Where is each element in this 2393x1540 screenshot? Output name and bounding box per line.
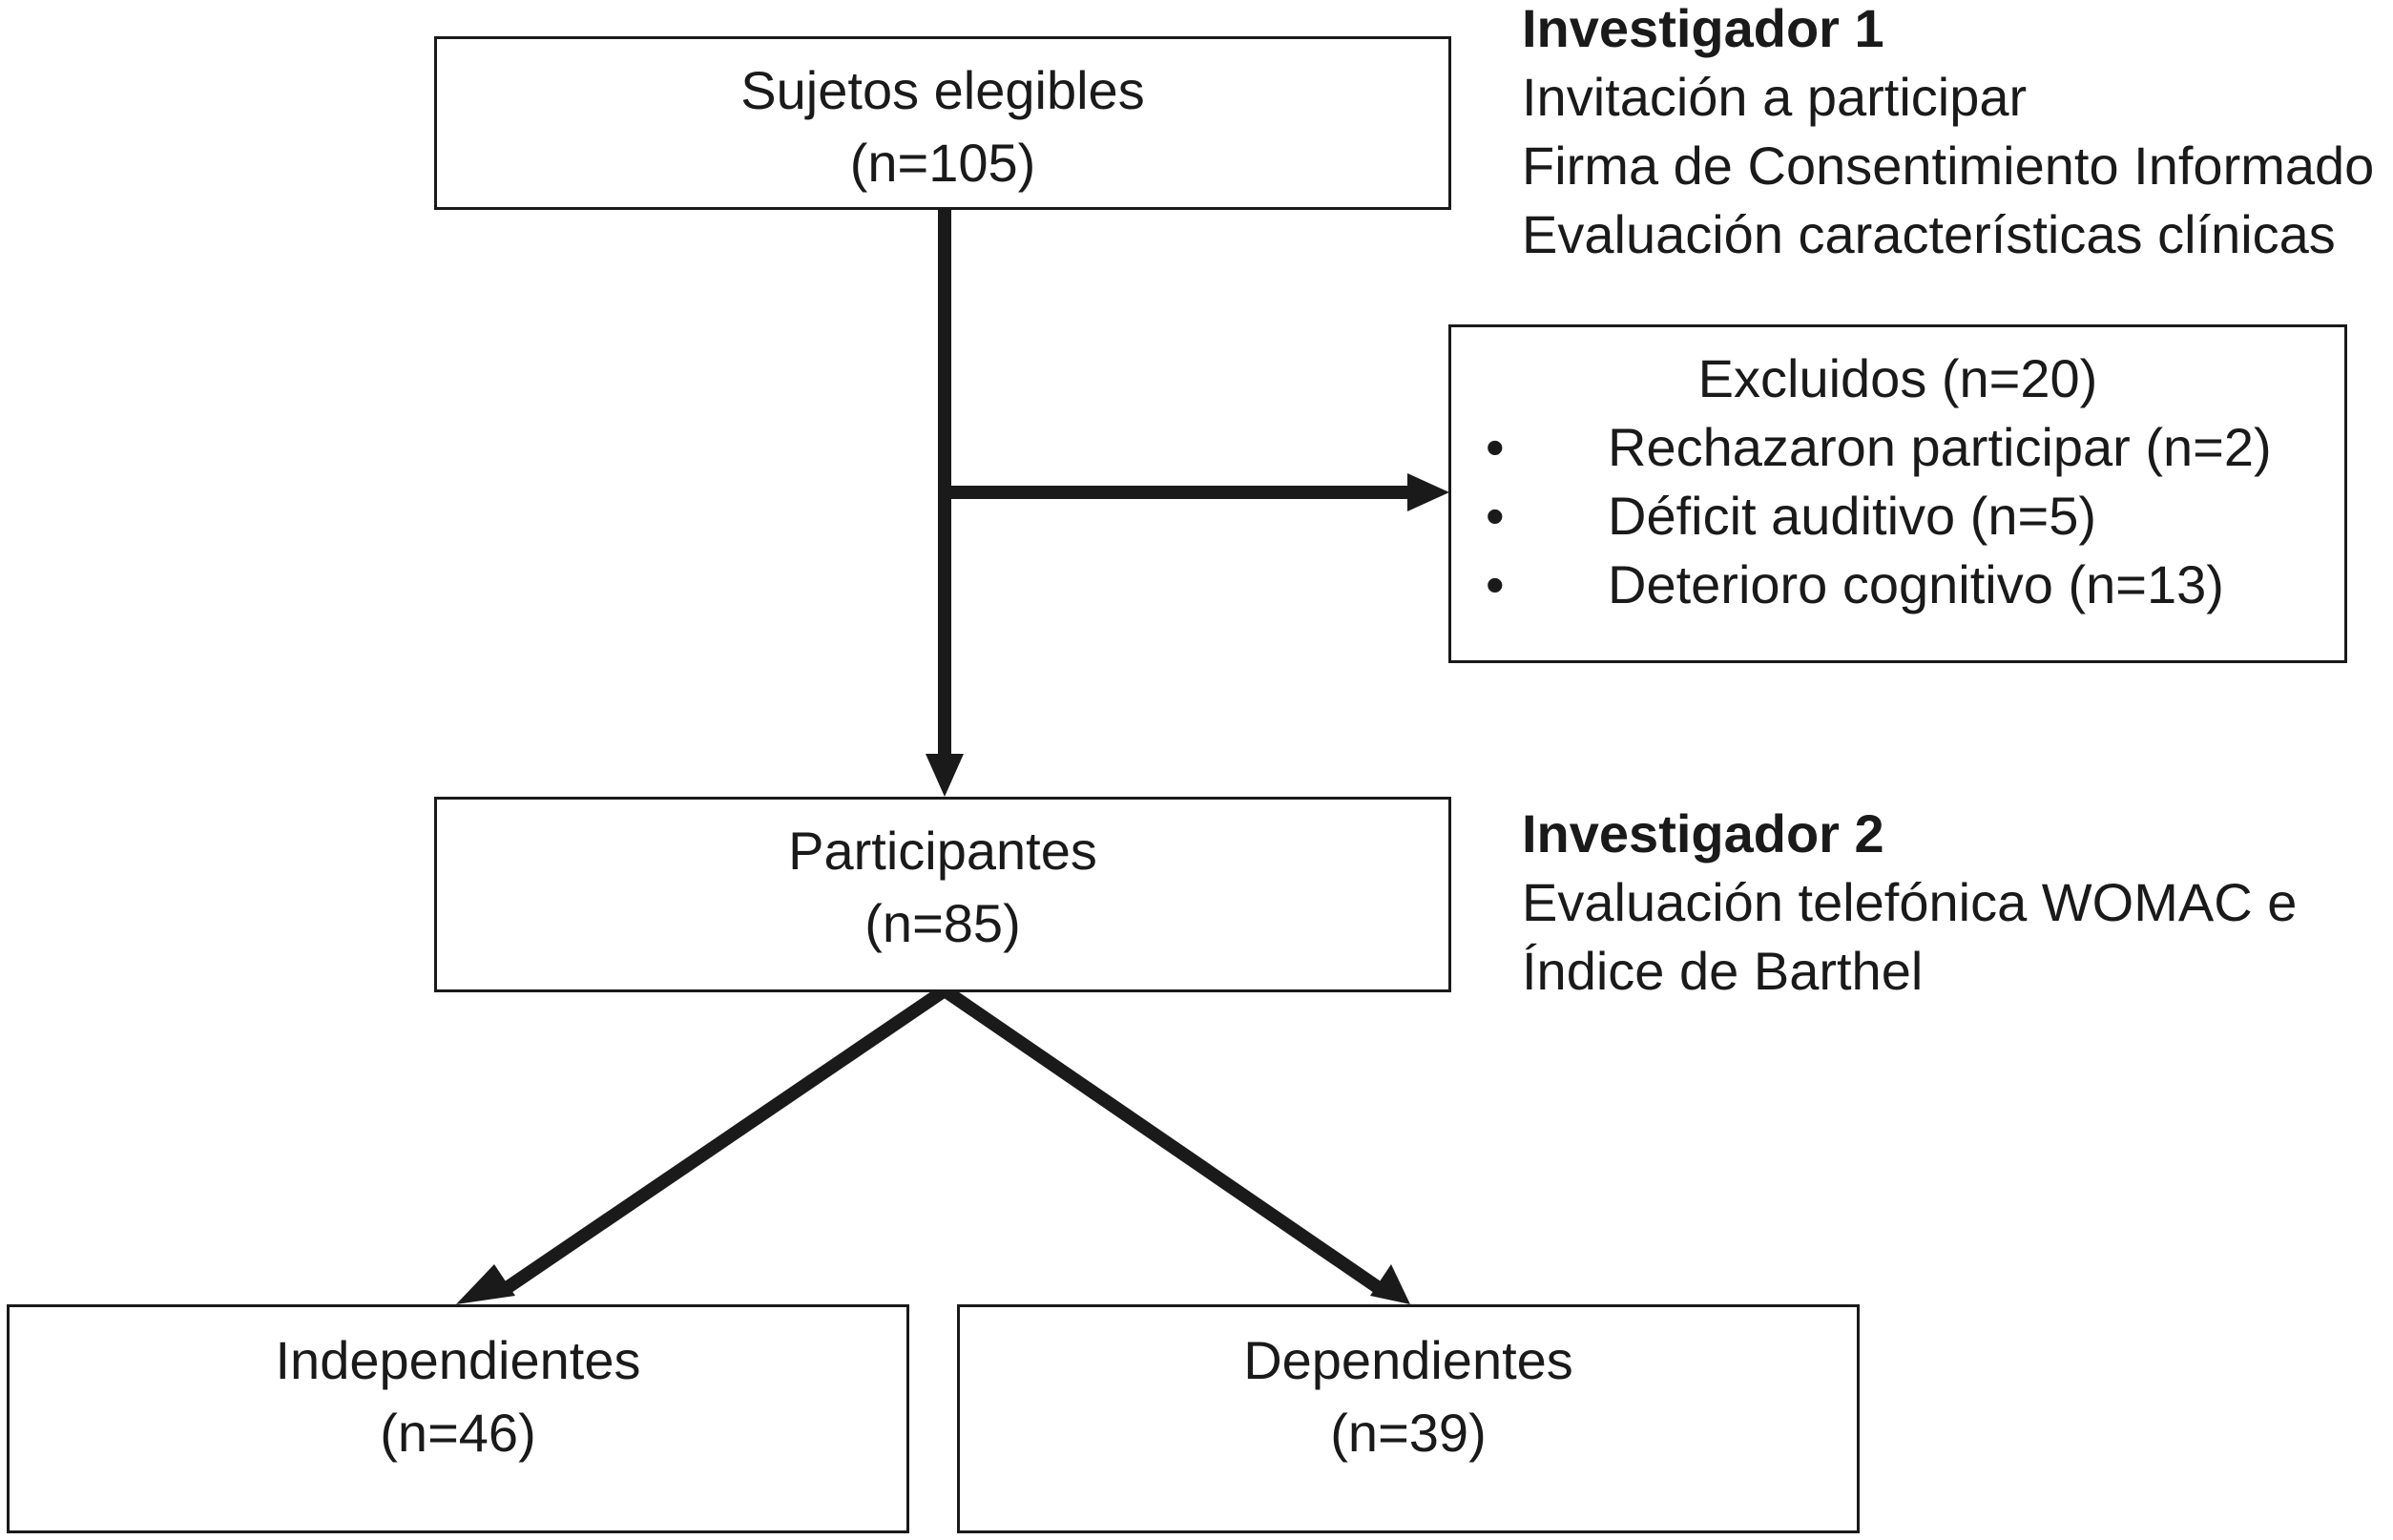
arrowhead-to-independent — [456, 1264, 515, 1304]
participants-title: Participantes — [788, 821, 1097, 881]
excluded-list-item: • Déficit auditivo (n=5) — [1451, 482, 2344, 551]
investigator-1-title: Investigador 1 — [1522, 0, 1884, 58]
investigator-1-note: Investigador 1 Invitación a participar F… — [1522, 0, 2374, 269]
split-line-dependent — [941, 985, 1385, 1296]
excluded-list-item: • Deterioro cognitivo (n=13) — [1451, 551, 2344, 619]
dependent-box: Dependientes (n=39) — [957, 1304, 1860, 1533]
investigator-2-line: Evaluación telefónica WOMAC e — [1522, 872, 2298, 932]
excluded-list: • Rechazaron participar (n=2) • Déficit … — [1451, 413, 2344, 619]
split-line-independent — [500, 985, 948, 1296]
eligible-subjects-count: (n=105) — [849, 133, 1036, 193]
participants-count: (n=85) — [864, 893, 1021, 953]
independent-title: Independientes — [275, 1330, 641, 1390]
independent-count: (n=46) — [380, 1403, 536, 1463]
investigator-2-line: Índice de Barthel — [1522, 941, 1924, 1001]
eligible-subjects-title: Sujetos elegibles — [740, 60, 1145, 120]
independent-box: Independientes (n=46) — [7, 1304, 909, 1533]
dependent-count: (n=39) — [1330, 1403, 1487, 1463]
investigator-1-line: Evaluación características clínicas — [1522, 204, 2336, 264]
investigator-2-title: Investigador 2 — [1522, 803, 1884, 864]
arrowhead-to-dependent — [1370, 1264, 1410, 1304]
excluded-box: Excluidos (n=20) • Rechazaron participar… — [1448, 324, 2347, 663]
dependent-title: Dependientes — [1243, 1330, 1573, 1390]
investigator-1-line: Firma de Consentimiento Informado — [1522, 135, 2375, 196]
excluded-list-item: • Rechazaron participar (n=2) — [1451, 413, 2344, 482]
participants-box: Participantes (n=85) — [434, 797, 1451, 992]
excluded-item-label: Déficit auditivo (n=5) — [1608, 486, 2097, 546]
bullet-icon: • — [1486, 486, 1505, 546]
arrowhead-to-excluded — [1407, 473, 1449, 511]
bullet-icon: • — [1486, 417, 1505, 477]
arrowhead-to-participants — [926, 754, 964, 797]
investigator-1-line: Invitación a participar — [1522, 67, 2028, 127]
bullet-icon: • — [1486, 554, 1505, 614]
excluded-title: Excluidos (n=20) — [1697, 348, 2098, 408]
excluded-item-label: Rechazaron participar (n=2) — [1608, 417, 2272, 477]
investigator-2-note: Investigador 2 Evaluación telefónica WOM… — [1522, 800, 2297, 1006]
eligible-subjects-box: Sujetos elegibles (n=105) — [434, 36, 1451, 210]
excluded-item-label: Deterioro cognitivo (n=13) — [1608, 554, 2224, 614]
